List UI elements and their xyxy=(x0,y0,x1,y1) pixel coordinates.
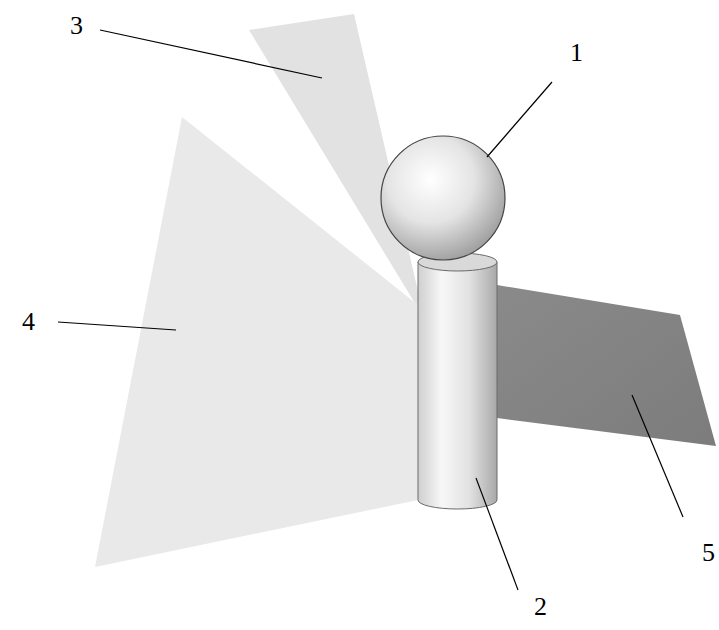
leader-line xyxy=(100,30,322,78)
callout-number: 3 xyxy=(70,13,83,39)
leader-line xyxy=(487,82,552,157)
sphere xyxy=(381,136,505,260)
plane-5 xyxy=(497,285,716,446)
leader-line xyxy=(476,478,518,590)
leader-lines xyxy=(58,30,683,590)
cylinder xyxy=(418,253,497,509)
callout-number: 2 xyxy=(534,594,547,620)
callout-number: 4 xyxy=(22,309,35,335)
callout-number: 5 xyxy=(702,540,715,566)
callout-number: 1 xyxy=(570,40,583,66)
leader-line xyxy=(58,322,176,330)
plane-4 xyxy=(95,117,418,567)
leader-line xyxy=(632,395,683,517)
